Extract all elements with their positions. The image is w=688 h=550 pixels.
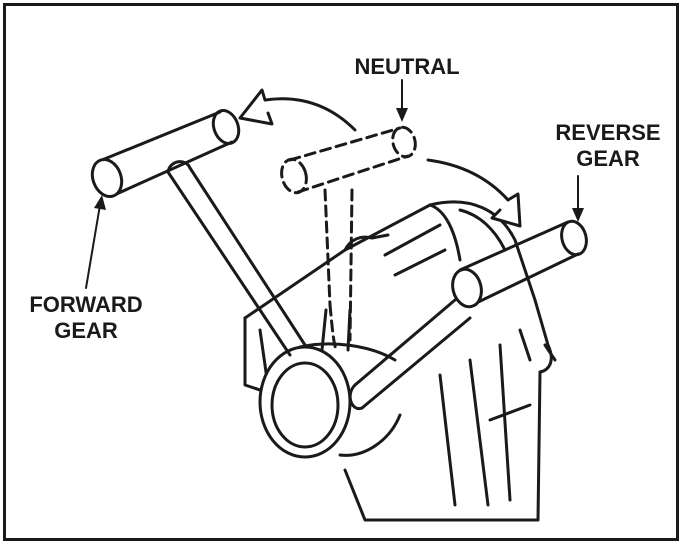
figure-frame xyxy=(3,3,679,541)
forward-gear-label-line1: FORWARD xyxy=(29,292,143,317)
forward-gear-label-line2: GEAR xyxy=(54,318,118,343)
forward-gear-label: FORWARD GEAR xyxy=(12,292,160,344)
reverse-gear-lever xyxy=(348,219,588,411)
neutral-label: NEUTRAL xyxy=(332,54,482,80)
neutral-label-text: NEUTRAL xyxy=(354,54,460,79)
reverse-motion-arrow xyxy=(426,158,522,228)
forward-motion-arrow xyxy=(238,88,357,132)
reverse-gear-label-line1: REVERSE xyxy=(555,120,661,145)
forward-gear-lever xyxy=(90,109,307,357)
reverse-gear-label-line2: GEAR xyxy=(576,146,640,171)
leader-lines xyxy=(85,79,579,289)
neutral-lever-dashed xyxy=(280,125,417,352)
reverse-leader-arrowhead xyxy=(572,208,584,222)
control-housing xyxy=(243,200,557,522)
reverse-gear-label: REVERSE GEAR xyxy=(538,120,678,172)
neutral-leader-arrowhead xyxy=(396,108,408,122)
upright-lever-stem xyxy=(320,308,352,352)
forward-leader-arrowhead xyxy=(94,195,106,210)
pivot-hub xyxy=(258,342,402,459)
